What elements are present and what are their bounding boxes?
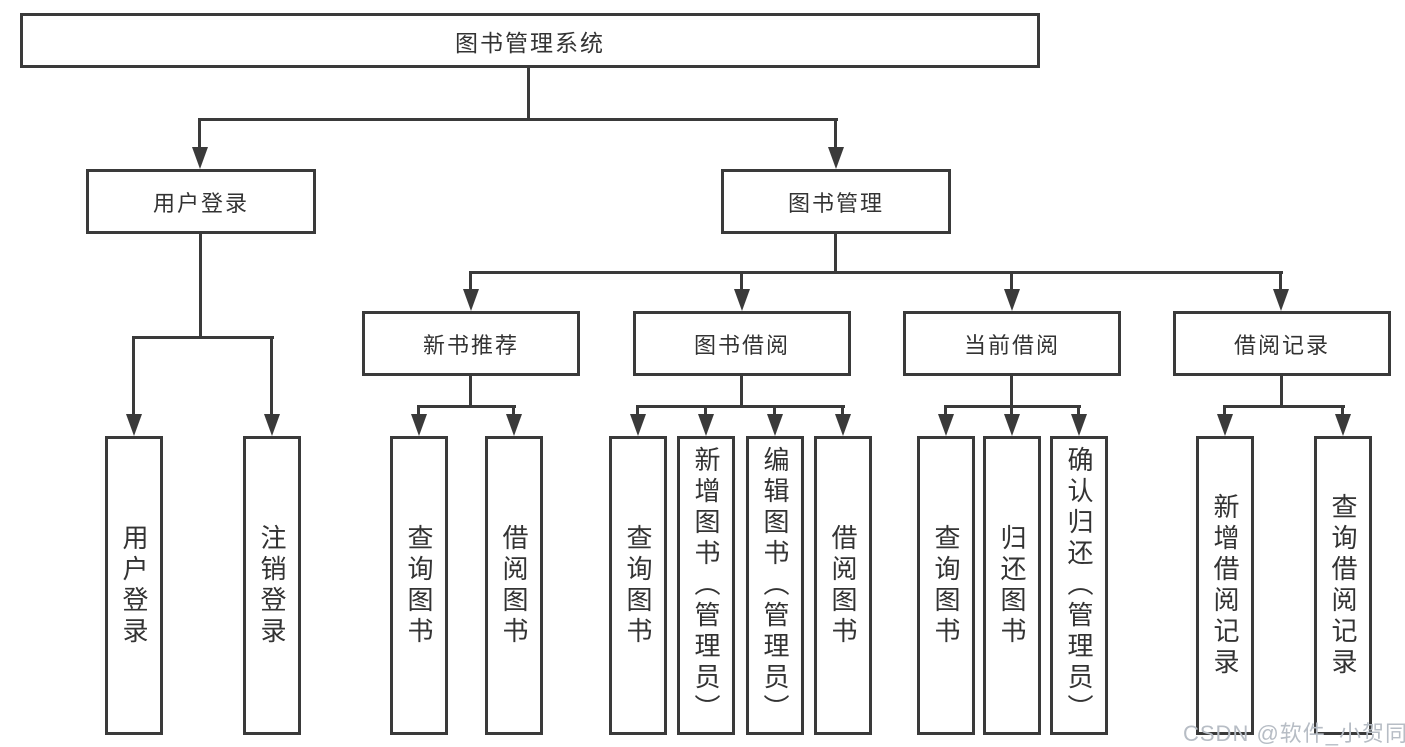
arrowhead-down-icon [1004,414,1020,436]
leaf-nb-borrow-books-label: 借阅图书 [499,523,529,648]
connector-hline [132,336,274,339]
arrowhead-down-icon [767,414,783,436]
node-current-borrowing-label: 当前借阅 [963,332,1060,358]
connector-vline [944,405,947,416]
leaf-cb-confirm-return-admin: 确认归还（管理员） [1050,436,1108,735]
leaf-bb-query-books: 查询图书 [609,436,667,735]
arrowhead-down-icon [506,414,522,436]
leaf-bb-query-books-label: 查询图书 [623,523,653,648]
leaf-logout-label: 注销登录 [257,523,287,648]
leaf-cb-return-books-label: 归还图书 [997,523,1027,648]
connector-vline [1010,405,1013,416]
connector-vline [198,118,201,149]
arrowhead-down-icon [630,414,646,436]
leaf-cb-return-books: 归还图书 [983,436,1041,735]
connector-vline [834,118,837,149]
connector-vline [469,374,472,408]
arrowhead-down-icon [734,289,750,311]
connector-vline [1010,271,1013,291]
arrowhead-down-icon [938,414,954,436]
connector-vline [1341,405,1344,416]
arrowhead-down-icon [192,147,208,169]
connector-vline [740,271,743,291]
leaf-cb-query-books-label: 查询图书 [931,523,961,648]
connector-vline [1223,405,1226,416]
leaf-user-login-label: 用户登录 [119,523,149,648]
watermark: CSDN @软件_小贺同学 [1183,721,1405,746]
node-book-borrowing: 图书借阅 [633,311,851,376]
connector-vline [469,271,472,291]
leaf-nb-query-books: 查询图书 [390,436,448,735]
arrowhead-down-icon [1217,414,1233,436]
arrowhead-down-icon [463,289,479,311]
connector-vline [636,405,639,416]
leaf-cb-query-books: 查询图书 [917,436,975,735]
connector-vline [527,66,530,120]
node-book-borrowing-label: 图书借阅 [693,332,790,358]
connector-hline [1223,405,1345,408]
arrowhead-down-icon [264,414,280,436]
arrowhead-down-icon [411,414,427,436]
arrowhead-down-icon [1335,414,1351,436]
connector-vline [704,405,707,416]
leaf-br-add-record: 新增借阅记录 [1196,436,1254,735]
arrowhead-down-icon [698,414,714,436]
leaf-nb-borrow-books: 借阅图书 [485,436,543,735]
leaf-bb-add-books-admin: 新增图书（管理员） [677,436,735,735]
leaf-logout: 注销登录 [243,436,301,735]
node-new-book-recommend: 新书推荐 [362,311,580,376]
arrowhead-down-icon [828,147,844,169]
node-root-label: 图书管理系统 [455,29,605,56]
node-new-book-recommend-label: 新书推荐 [422,332,519,358]
leaf-br-query-record-label: 查询借阅记录 [1328,492,1358,679]
arrowhead-down-icon [1004,289,1020,311]
arrowhead-down-icon [126,414,142,436]
connector-vline [1280,374,1283,408]
connector-hline [469,271,1283,274]
node-user-login-label: 用户登录 [152,190,249,216]
node-root: 图书管理系统 [20,13,1040,68]
leaf-br-add-record-label: 新增借阅记录 [1210,492,1240,679]
leaf-cb-confirm-return-admin-label: 确认归还（管理员） [1064,446,1094,725]
leaf-bb-borrow-books-label: 借阅图书 [828,523,858,648]
connector-vline [417,405,420,416]
arrowhead-down-icon [1273,289,1289,311]
connector-hline [417,405,516,408]
connector-vline [740,374,743,408]
leaf-br-query-record: 查询借阅记录 [1314,436,1372,735]
connector-vline [199,232,202,339]
node-current-borrowing: 当前借阅 [903,311,1121,376]
node-borrowing-records-label: 借阅记录 [1233,332,1330,358]
connector-vline [1279,271,1282,291]
leaf-bb-edit-books-admin: 编辑图书（管理员） [746,436,804,735]
leaf-bb-edit-books-admin-label: 编辑图书（管理员） [760,446,790,725]
leaf-bb-add-books-admin-label: 新增图书（管理员） [691,446,721,725]
arrowhead-down-icon [1071,414,1087,436]
node-book-management-label: 图书管理 [787,190,884,216]
node-user-login: 用户登录 [86,169,316,234]
connector-vline [132,336,135,416]
leaf-nb-query-books-label: 查询图书 [404,523,434,648]
node-book-management: 图书管理 [721,169,951,234]
connector-vline [1077,405,1080,416]
connector-hline [636,405,845,408]
connector-vline [270,336,273,416]
connector-vline [834,232,837,274]
connector-vline [841,405,844,416]
leaf-bb-borrow-books: 借阅图书 [814,436,872,735]
arrowhead-down-icon [835,414,851,436]
connector-vline [773,405,776,416]
leaf-user-login: 用户登录 [105,436,163,735]
connector-vline [1010,374,1013,408]
connector-hline [198,118,838,121]
node-borrowing-records: 借阅记录 [1173,311,1391,376]
connector-vline [512,405,515,416]
